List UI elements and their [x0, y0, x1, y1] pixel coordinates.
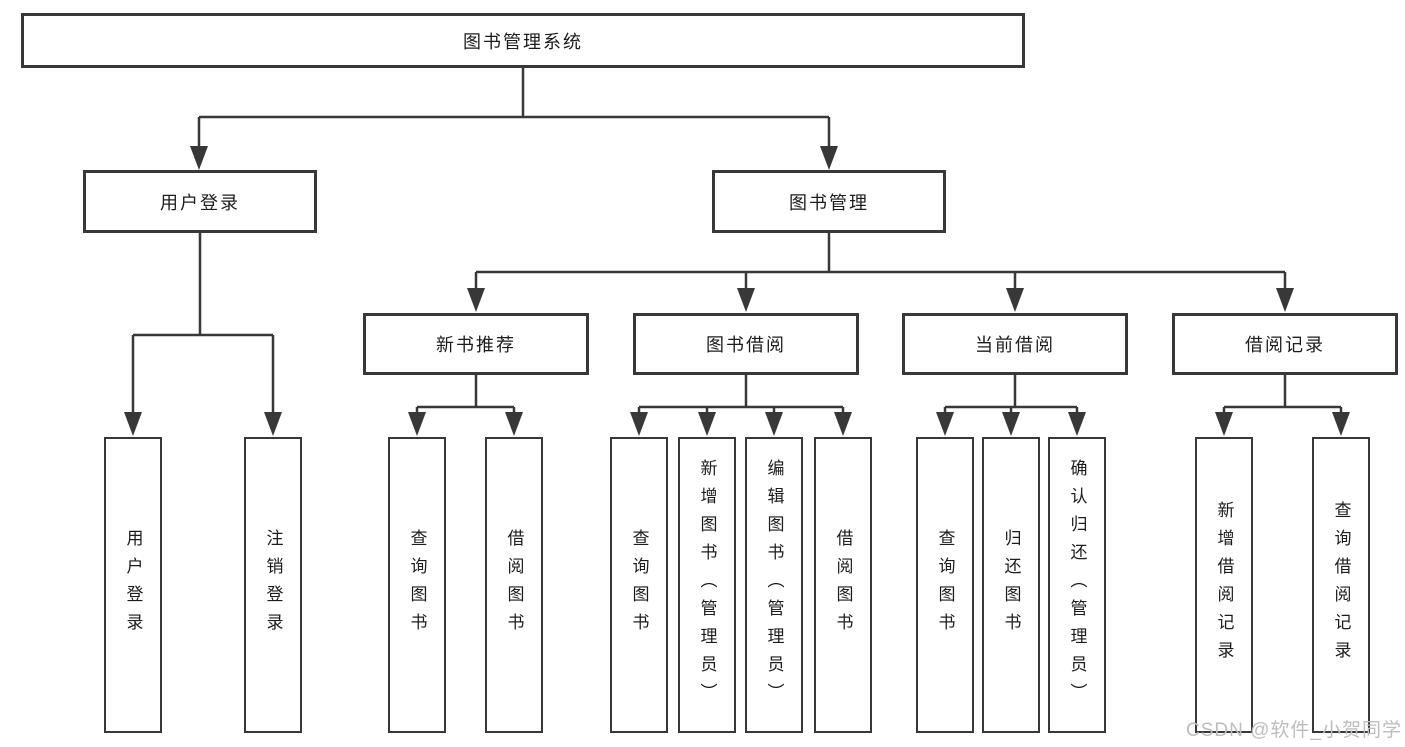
node-borrowing-records: 借阅记录 — [1172, 313, 1398, 375]
leaf-label: 查询图书 — [935, 529, 955, 641]
leaf-label: 查询图书 — [629, 529, 649, 641]
leaf-user-login: 用户登录 — [104, 437, 162, 733]
leaf-add-borrow-record: 新增借阅记录 — [1195, 437, 1253, 733]
leaf-borrow-books-recommend: 借阅图书 — [485, 437, 543, 733]
connector-new-book-to-leaves — [408, 375, 523, 436]
connector-user-login-to-leaves — [124, 233, 282, 436]
leaf-label: 新增借阅记录 — [1214, 501, 1234, 669]
leaf-label: 借阅图书 — [833, 529, 853, 641]
node-library-management-system: 图书管理系统 — [21, 13, 1025, 68]
leaf-borrow-books: 借阅图书 — [814, 437, 872, 733]
node-label: 图书借阅 — [706, 335, 786, 355]
node-current-borrowing: 当前借阅 — [902, 313, 1128, 375]
node-label: 图书管理系统 — [463, 31, 583, 52]
leaf-label: 用户登录 — [123, 529, 143, 641]
node-new-book-recommendation: 新书推荐 — [363, 313, 589, 375]
leaf-add-book-admin: 新增图书（管理员） — [678, 437, 736, 733]
leaf-label: 确认归还（管理员） — [1067, 459, 1087, 711]
leaf-edit-book-admin: 编辑图书（管理员） — [745, 437, 803, 733]
connector-borrow-records-to-leaves — [1215, 375, 1350, 436]
leaf-logout: 注销登录 — [244, 437, 302, 733]
leaf-query-books-recommend: 查询图书 — [388, 437, 446, 733]
leaf-query-books-current: 查询图书 — [916, 437, 974, 733]
node-label: 用户登录 — [160, 192, 240, 213]
leaf-label: 查询图书 — [407, 529, 427, 641]
node-book-management: 图书管理 — [712, 170, 946, 233]
node-label: 图书管理 — [789, 192, 869, 213]
leaf-label: 归还图书 — [1001, 529, 1021, 641]
node-user-login: 用户登录 — [83, 170, 317, 233]
leaf-label: 注销登录 — [263, 529, 283, 641]
connector-root-to-level2 — [190, 68, 838, 170]
connector-current-borrow-to-leaves — [936, 375, 1086, 436]
node-book-borrowing: 图书借阅 — [633, 313, 859, 375]
leaf-label: 新增图书（管理员） — [697, 459, 717, 711]
node-label: 当前借阅 — [975, 335, 1055, 355]
leaf-query-books-borrow: 查询图书 — [610, 437, 668, 733]
leaf-return-book: 归还图书 — [982, 437, 1040, 733]
node-label: 借阅记录 — [1245, 335, 1325, 355]
leaf-label: 查询借阅记录 — [1331, 501, 1351, 669]
node-label: 新书推荐 — [436, 335, 516, 355]
connector-book-borrow-to-leaves — [630, 375, 852, 436]
leaf-confirm-return-admin: 确认归还（管理员） — [1048, 437, 1106, 733]
leaf-label: 借阅图书 — [504, 529, 524, 641]
leaf-query-borrow-record: 查询借阅记录 — [1312, 437, 1370, 733]
leaf-label: 编辑图书（管理员） — [764, 459, 784, 711]
connector-book-management-to-level3 — [467, 233, 1294, 312]
watermark: CSDN @软件_小贺同学 — [1186, 720, 1402, 741]
